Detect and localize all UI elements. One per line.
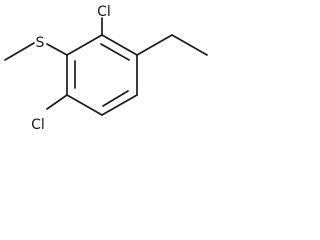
ring-bond-4 xyxy=(66,94,103,116)
bond-sulfur-to-methyl xyxy=(4,42,35,61)
ethyl-bond-2 xyxy=(171,34,208,56)
bond-to-sulfur xyxy=(46,43,68,56)
ethyl-bond-1 xyxy=(136,34,173,56)
ring-bond-1 xyxy=(101,34,138,56)
chemical-structure-diagram: Cl S Cl xyxy=(0,0,216,137)
ring-bond-6 xyxy=(66,34,103,56)
inner-double-bond-2 xyxy=(102,90,129,107)
inner-double-bond-1 xyxy=(100,43,130,61)
sulfur-label: S xyxy=(36,35,45,51)
ring-bond-3 xyxy=(101,94,138,116)
chlorine-top-label: Cl xyxy=(97,4,111,20)
chlorine-bottom-label: Cl xyxy=(31,117,45,133)
bond-to-bottom-chlorine xyxy=(46,94,68,110)
molecule-drawing: Cl S Cl xyxy=(4,4,208,133)
